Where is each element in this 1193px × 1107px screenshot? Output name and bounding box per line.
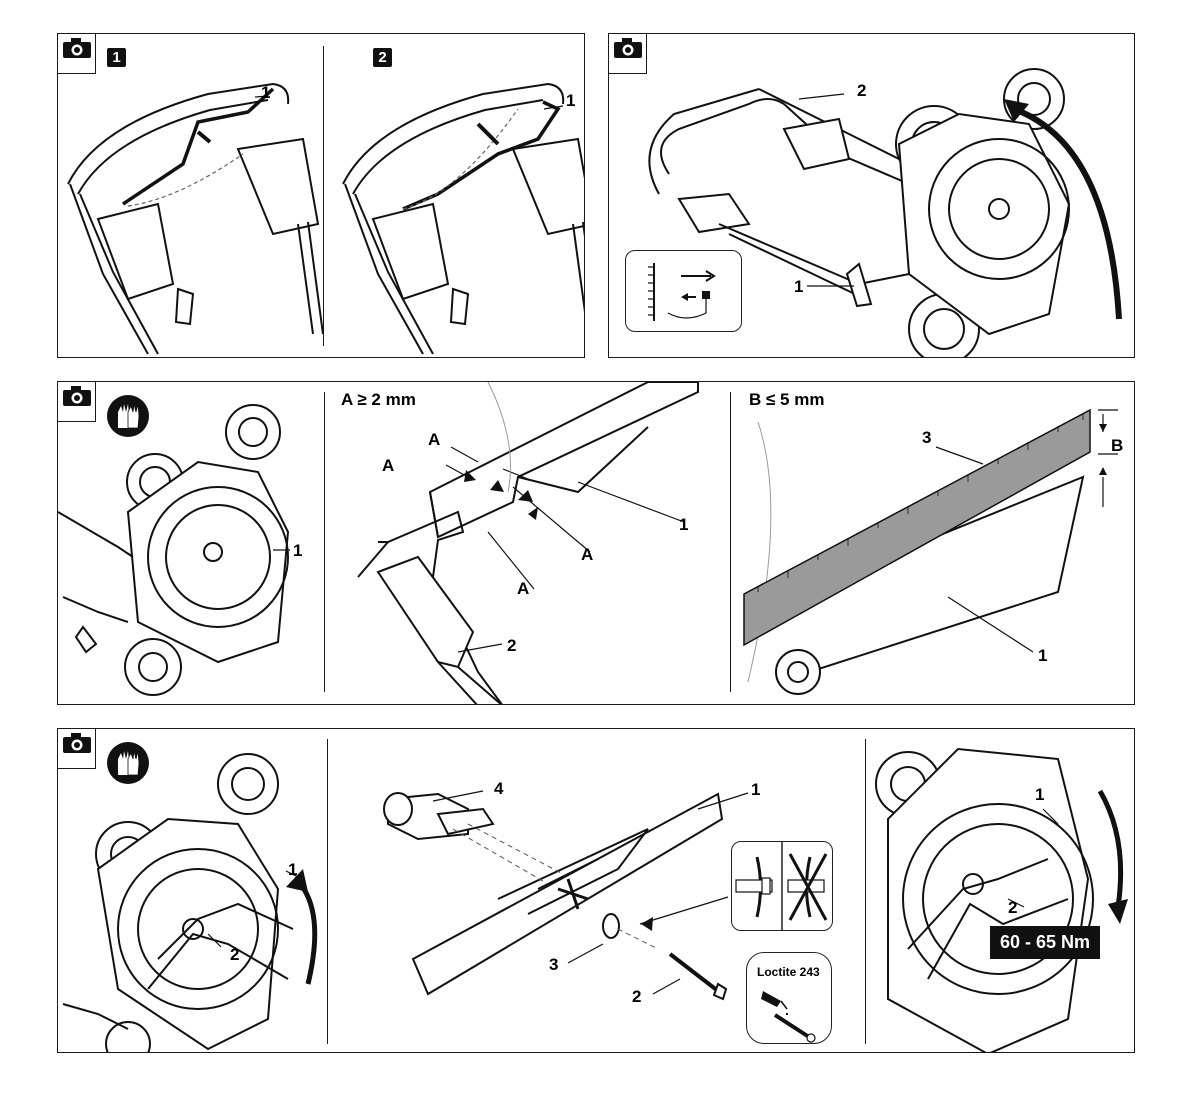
label-a-4: A [517,580,529,597]
callout-handle-2: 2 [857,82,866,99]
blade-replace-illustration [58,729,1135,1053]
blade-check-illustration [58,382,1135,705]
camera-icon [58,382,96,422]
callout-right-2: 2 [1008,899,1017,916]
callout-right-1: 1 [1035,786,1044,803]
callout-bolt-2: 2 [632,988,641,1005]
label-a-3: A [581,546,593,563]
label-a-2: A [382,457,394,474]
label-a-1: A [428,431,440,448]
camera-icon [609,34,647,74]
step-badge-2: 2 [373,48,392,67]
panel-handle-cable: 1 2 1 1 [57,33,585,358]
callout-blade-1: 1 [751,781,760,798]
camera-icon [58,34,96,74]
heading-a: A ≥ 2 mm [341,390,416,410]
panel-tilt-mower: 2 1 [608,33,1135,358]
callout-cable-2: 1 [566,92,575,109]
callout-cable-1: 1 [261,84,270,101]
callout-adapter-4: 4 [494,780,503,797]
camera-icon [58,729,96,769]
label-b: B [1111,437,1123,454]
handle-illustration [58,34,585,358]
heading-b: B ≤ 5 mm [749,390,824,410]
washer-orientation-icon [732,842,832,930]
callout-blade-b-1: 1 [1038,647,1047,664]
adjust-inset [625,250,742,332]
loctite-label: Loctite 243 [757,965,820,979]
callout-ruler-3: 3 [922,429,931,446]
panel-blade-replace: 1 2 4 1 3 2 1 2 60 - 65 Nm Loctite 243 [57,728,1135,1053]
step-badge-1: 1 [107,48,126,67]
callout-blade-1: 1 [679,516,688,533]
torque-label: 60 - 65 Nm [990,926,1100,959]
height-adjust-icon [626,251,741,331]
callout-caliper-2: 2 [507,637,516,654]
callout-left-2: 2 [230,946,239,963]
callout-left-1: 1 [288,861,297,878]
panel-blade-check: A ≥ 2 mm B ≤ 5 mm 1 A A A A 1 2 3 B 1 [57,381,1135,705]
loctite-inset: Loctite 243 [746,952,832,1044]
washer-orientation-inset [731,841,833,931]
callout-lever-1: 1 [794,278,803,295]
callout-washer-3: 3 [549,956,558,973]
callout-blade-overview: 1 [293,542,302,559]
